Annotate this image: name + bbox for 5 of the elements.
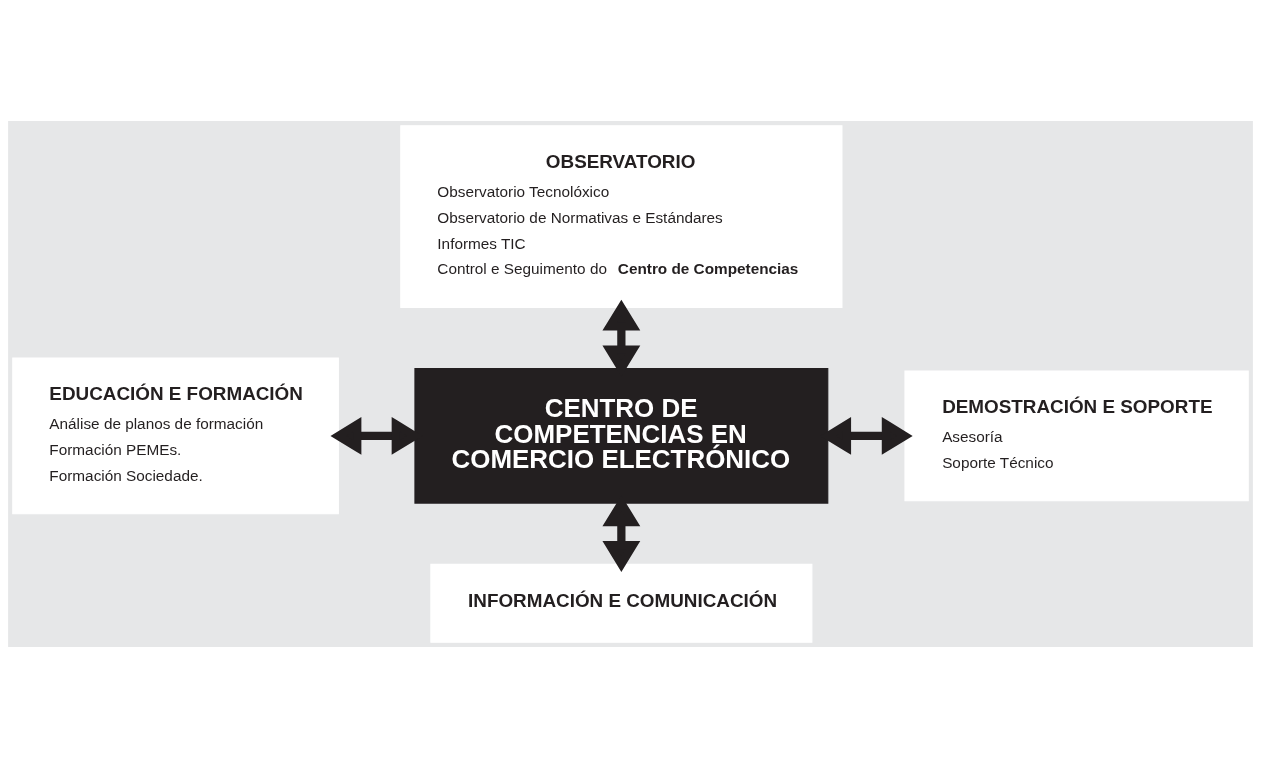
node-box: EDUCACIÓN E FORMACIÓN Análise de planos de formación Formación PEMEs. Formación Sociedade. [12,356,339,514]
node-box: CENTRO DE COMPETENCIAS EN COMERCIO ELECTRÓNICO [414,367,829,504]
node-box: OBSERVATORIO Observatorio Tecnolóxico Observatorio de Normativas e Estándares Informes TIC Control e Seguimento do Centro de Competencias [400,124,843,308]
node-box: INFORMACIÓN E COMUNICACIÓN [430,563,813,643]
node-box: DEMOSTRACIÓN E SOPORTE Asesoría Soporte Técnico [904,369,1249,501]
